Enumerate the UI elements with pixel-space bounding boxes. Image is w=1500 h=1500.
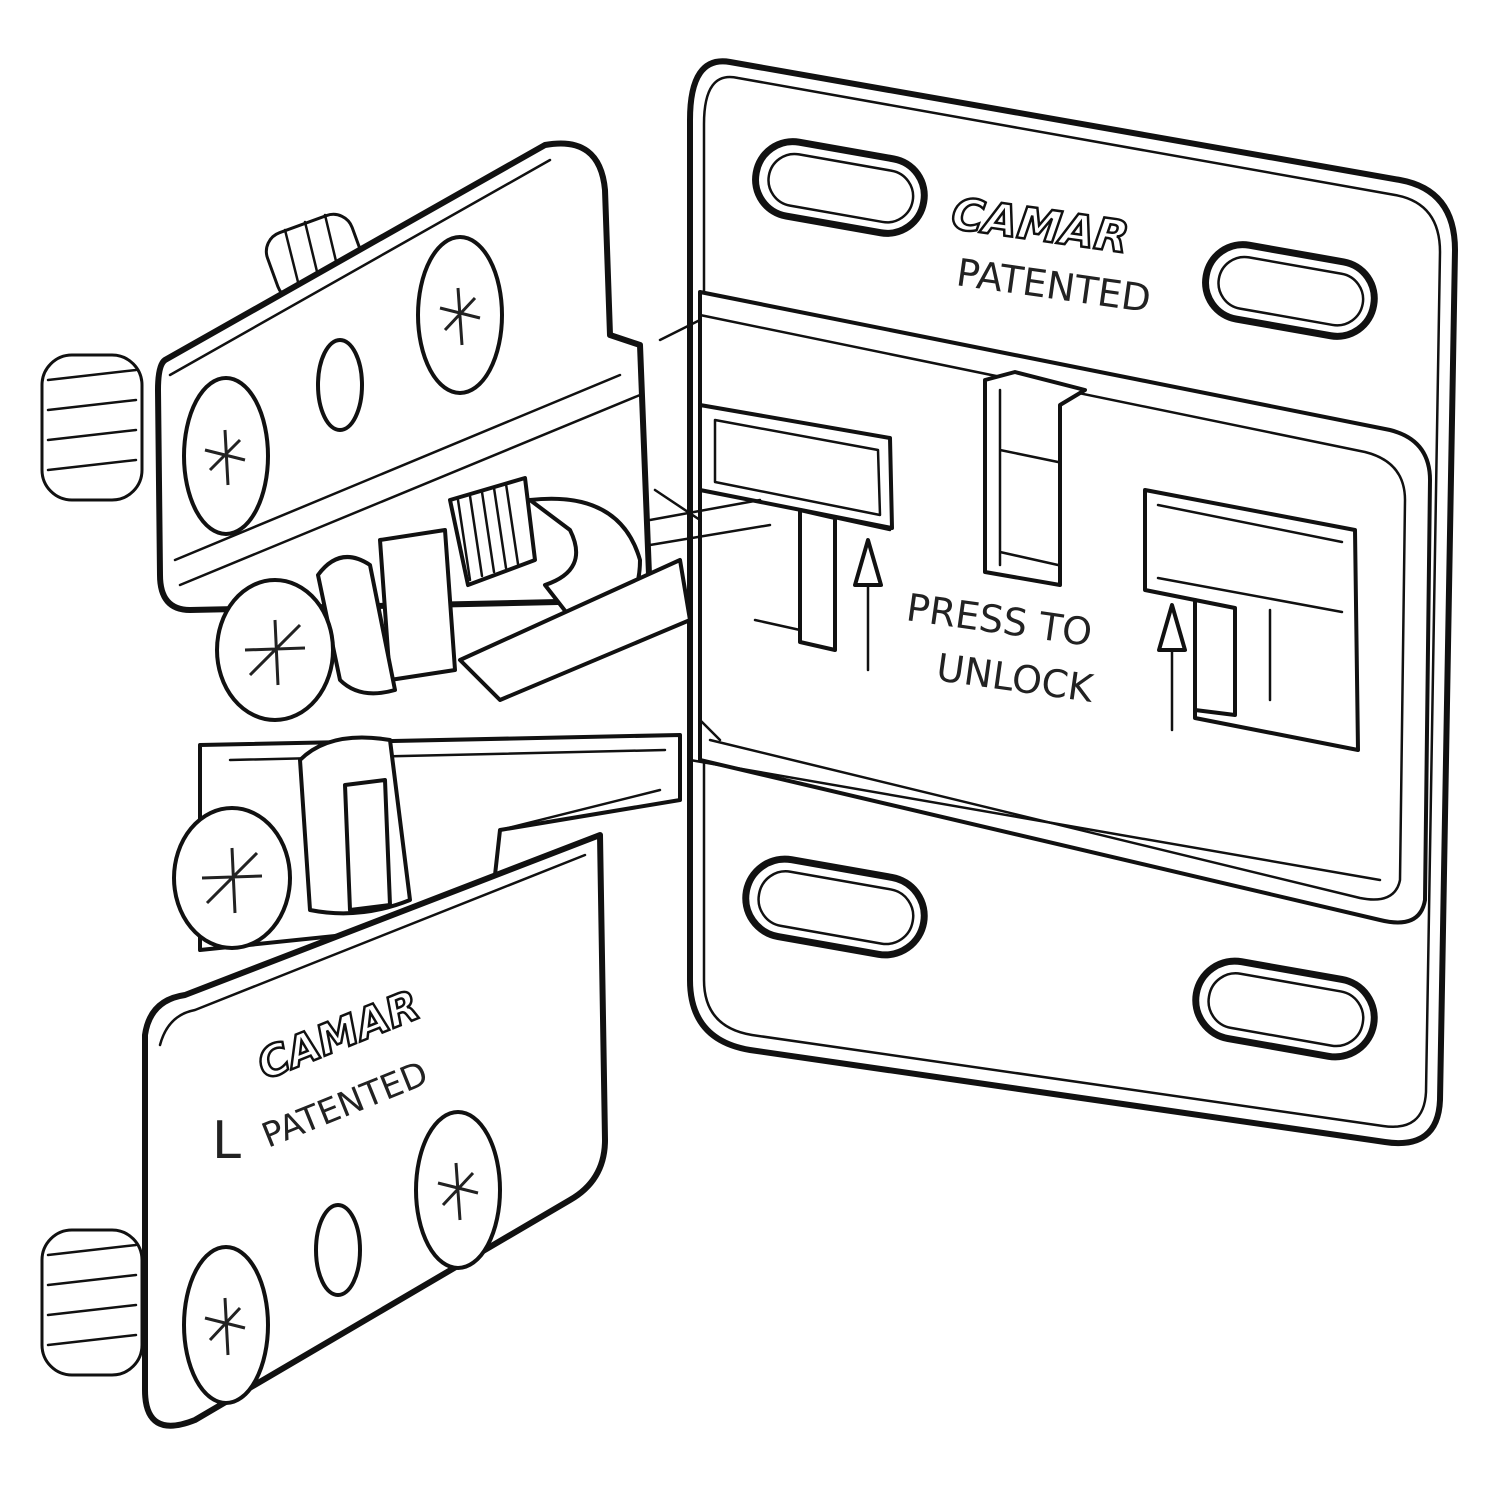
mounting-slot-top-right (1202, 241, 1378, 340)
mounting-plate: CAMAR PATENTED PRESS TO UNLOCK (653, 58, 1458, 1147)
linkage-clip-upper (316, 555, 397, 696)
mounting-slot-bottom-right-inner (1207, 972, 1365, 1048)
threaded-stud-icon (40, 1228, 144, 1377)
lock-window-left (698, 403, 894, 530)
bracket-bottom-plate-inner (158, 853, 587, 1047)
lock-catch-left-face (753, 516, 892, 632)
center-lock-tab (983, 370, 1087, 587)
screw-head-icon (182, 1245, 270, 1405)
mounting-slot-bottom-left (742, 855, 928, 959)
mounting-plate-inner-edge (702, 75, 1442, 1129)
screw-head-icon (172, 806, 292, 950)
bracket-wire (648, 498, 772, 547)
bracket-bottom-hole (314, 1203, 362, 1297)
hinge-bracket: CAMAR PATENTED L (40, 140, 772, 1429)
mounting-plate-channel-inner (698, 313, 1407, 901)
lock-catch-right (1193, 598, 1237, 717)
screw-head-icon (215, 578, 335, 722)
screw-head-icon (416, 235, 504, 395)
mounting-slot-top-left-inner (767, 152, 915, 224)
lock-window-left-inner (713, 418, 882, 517)
arrow-up-icon (853, 538, 883, 672)
mounting-plate-channel-floor (653, 318, 1382, 882)
screw-head-icon (414, 1110, 502, 1270)
linkage-upper (378, 528, 457, 682)
bracket-top-plate-fold (168, 158, 642, 587)
bracket-top-hole (316, 338, 364, 432)
mounting-slot-bottom-left-inner (757, 870, 915, 946)
linkage-block-lower (343, 778, 392, 912)
lock-catch-left (798, 508, 837, 652)
bracket-side-label: L (212, 1111, 241, 1171)
mounting-slot-top-left (752, 138, 928, 237)
arrow-up-icon (1157, 603, 1187, 732)
lock-window-right-inner (1156, 503, 1344, 712)
mounting-slot-bottom-right (1192, 957, 1378, 1061)
spring-icon (448, 476, 537, 587)
screw-head-icon (182, 376, 270, 536)
threaded-stud-icon (40, 353, 144, 502)
bracket-arm-upper (458, 558, 692, 702)
mounting-slot-top-right-inner (1217, 255, 1365, 327)
center-lock-tab-inner (998, 388, 1060, 567)
